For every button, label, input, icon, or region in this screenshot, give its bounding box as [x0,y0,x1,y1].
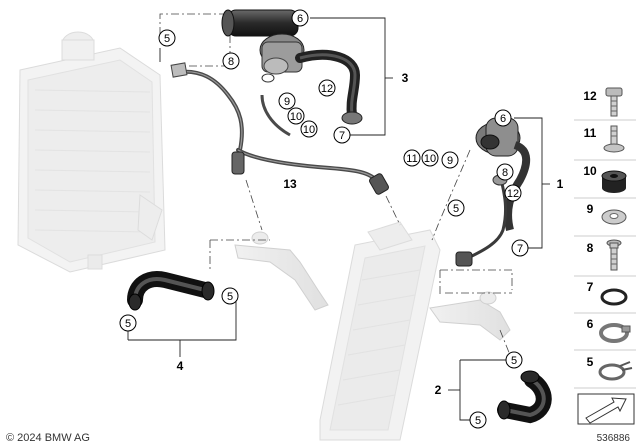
screw-icon [606,239,622,271]
assembly-label-3[interactable]: 3 [402,71,409,85]
assembly-label-13[interactable]: 13 [283,177,297,191]
legend-item-12[interactable]: 12 [583,87,623,117]
svg-text:11: 11 [584,126,597,140]
svg-text:6: 6 [500,113,506,125]
svg-text:8: 8 [228,56,234,68]
callout-11[interactable]: 11 [403,149,421,167]
callout-12[interactable]: 12 [504,184,522,202]
radiator-left [17,31,166,273]
callout-10[interactable]: 10 [300,120,318,138]
hose-connectors-13 [170,62,389,195]
svg-text:5: 5 [453,203,459,215]
direction-arrow-icon [577,393,635,425]
document-id: 536886 [596,433,630,444]
svg-text:5: 5 [164,33,170,45]
coolant-hose-2 [497,370,552,424]
svg-text:5: 5 [511,355,517,367]
svg-text:9: 9 [587,202,594,216]
svg-text:12: 12 [321,83,333,95]
callout-5[interactable]: 5 [119,314,137,332]
svg-text:8: 8 [587,241,594,255]
legend-item-6[interactable]: 6 [587,317,631,343]
assembly-labels: 3 13 1 4 2 [177,71,564,397]
auxiliary-water-pump-1 [455,117,531,267]
svg-text:12: 12 [583,89,597,103]
svg-text:6: 6 [587,317,594,331]
callout-6[interactable]: 6 [291,9,309,27]
coolant-connector-left [234,231,329,311]
svg-text:6: 6 [297,13,303,25]
callout-5[interactable]: 5 [221,287,239,305]
spring-clamp-icon [598,361,633,381]
callouts: 5 6 8 9 10 10 12 7 6 11 10 9 8 12 5 7 5 … [119,9,529,429]
svg-text:8: 8 [502,167,508,179]
callout-9[interactable]: 9 [278,92,296,110]
svg-text:7: 7 [517,243,523,255]
legend-item-11[interactable]: 11 [584,125,625,153]
callout-7[interactable]: 7 [333,126,351,144]
callout-10[interactable]: 10 [421,149,439,167]
legend-item-7[interactable]: 7 [587,280,628,306]
svg-text:10: 10 [583,164,597,178]
rubber-grommet-icon [601,170,627,193]
callout-6[interactable]: 6 [494,109,512,127]
parts-legend: 12 11 10 9 [574,87,636,425]
o-ring-icon [600,288,628,306]
callout-7[interactable]: 7 [511,239,529,257]
auxiliary-water-pump-3 [221,9,363,125]
svg-text:5: 5 [475,415,481,427]
stud-bolt-icon [603,125,625,153]
hose-clamp-icon [599,323,631,343]
svg-text:9: 9 [447,155,453,167]
svg-text:9: 9 [284,96,290,108]
coolant-hose-4 [127,271,215,311]
svg-text:11: 11 [406,153,417,165]
assembly-label-1[interactable]: 1 [557,177,564,191]
callout-12[interactable]: 12 [318,79,336,97]
copyright-footer: © 2024 BMW AG [6,432,90,444]
hose-line-13 [178,69,380,184]
callout-5[interactable]: 5 [158,29,176,47]
callout-5[interactable]: 5 [447,199,465,217]
callout-9[interactable]: 9 [441,151,459,169]
svg-text:10: 10 [290,111,302,123]
group-brackets [127,17,550,421]
callout-10[interactable]: 10 [287,107,305,125]
legend-item-9[interactable]: 9 [587,202,627,225]
callout-5[interactable]: 5 [469,411,487,429]
svg-text:10: 10 [303,124,315,136]
callout-8[interactable]: 8 [496,163,514,181]
svg-text:7: 7 [339,130,345,142]
assembly-label-4[interactable]: 4 [177,359,184,373]
svg-text:10: 10 [424,153,436,165]
assembly-label-2[interactable]: 2 [435,383,442,397]
legend-item-5[interactable]: 5 [587,355,633,381]
svg-text:5: 5 [227,291,233,303]
callout-8[interactable]: 8 [222,52,240,70]
coolant-connector-right [429,291,511,341]
svg-text:5: 5 [125,318,131,330]
bolt-icon [605,87,623,117]
svg-text:12: 12 [507,188,519,200]
svg-text:7: 7 [587,280,594,294]
radiator-right [319,221,441,441]
callout-5[interactable]: 5 [505,351,523,369]
washer-icon [601,209,627,225]
legend-item-8[interactable]: 8 [587,239,622,271]
legend-item-10[interactable]: 10 [583,164,627,193]
svg-text:5: 5 [587,355,594,369]
